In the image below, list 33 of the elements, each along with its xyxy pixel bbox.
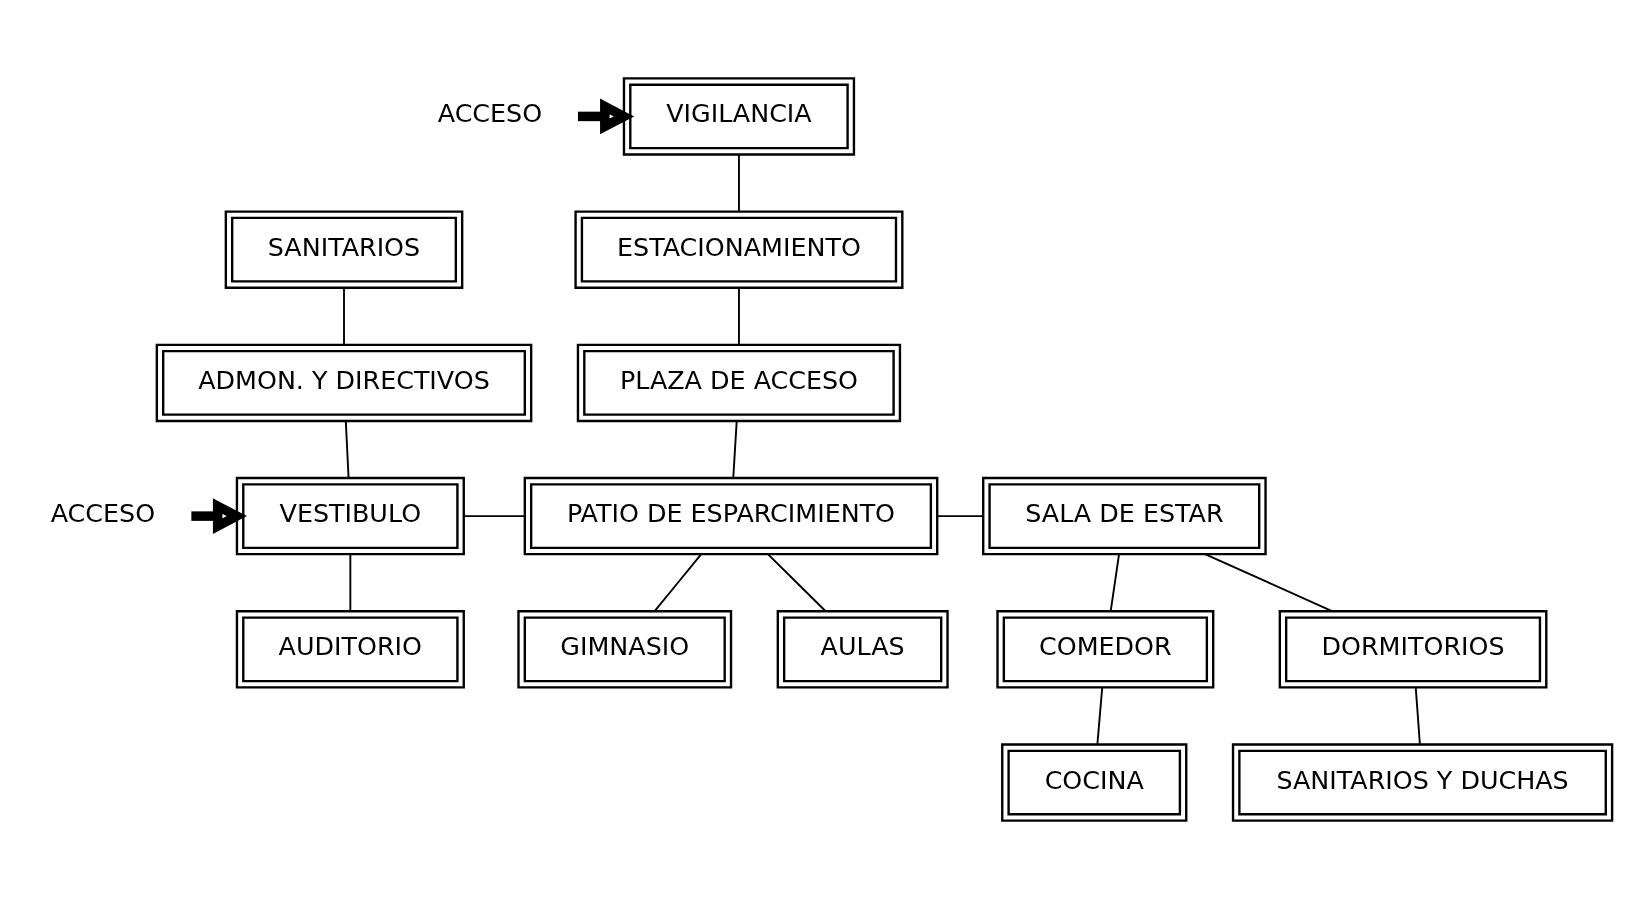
connector	[1096, 686, 1104, 746]
node-box: SALA DE ESTAR	[982, 476, 1267, 556]
node-box: SANITARIOS Y DUCHAS	[1231, 743, 1614, 822]
node-box: AULAS	[776, 610, 949, 689]
connector	[738, 287, 740, 346]
node-box: PATIO DE ESPARCIMIENTO	[523, 476, 939, 556]
arrow	[191, 498, 247, 534]
node-box: PLAZA DE ACCESO	[576, 343, 902, 423]
node-box: SANITARIOS	[224, 210, 464, 289]
node-box: DORMITORIOS	[1278, 610, 1548, 689]
arrow	[577, 98, 635, 135]
connector	[463, 515, 526, 518]
node-box: ESTACIONAMIENTO	[574, 210, 904, 289]
node-box: GIMNASIO	[517, 610, 733, 689]
node-box: VIGILANCIA	[622, 77, 856, 156]
node-box: AUDITORIO	[235, 610, 465, 689]
connector	[1109, 553, 1120, 613]
connector	[738, 153, 740, 213]
node-text: ACCESO	[50, 498, 156, 529]
connector	[349, 553, 352, 613]
connector	[732, 420, 738, 479]
connector	[1204, 553, 1333, 613]
connector	[1414, 686, 1421, 746]
node-box: COMEDOR	[996, 610, 1215, 689]
connector	[936, 515, 984, 518]
connector	[767, 553, 827, 613]
connector	[343, 287, 345, 346]
node-box: VESTIBULO	[235, 476, 465, 556]
node-box: COCINA	[1001, 743, 1188, 822]
connector	[653, 553, 702, 613]
node-box: ADMON. Y DIRECTIVOS	[155, 343, 533, 423]
connector	[344, 420, 350, 479]
node-text: ACCESO	[437, 98, 543, 129]
